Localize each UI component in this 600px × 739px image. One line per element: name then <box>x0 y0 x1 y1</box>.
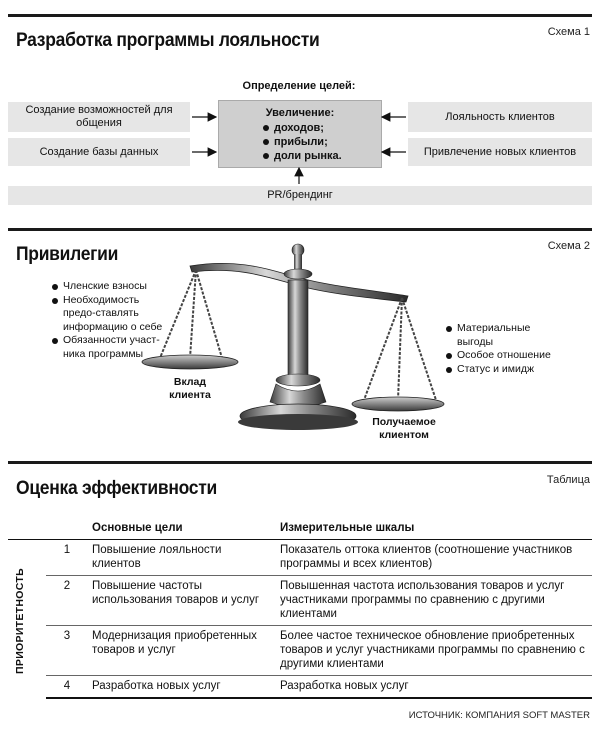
right-box-loyalty-text: Лояльность клиентов <box>445 110 555 123</box>
contribution-label: Вклад клиента <box>169 376 211 401</box>
section3-title: Оценка эффективности <box>16 478 218 499</box>
row-goal: Разработка новых услуг <box>88 675 276 699</box>
top-rule <box>8 14 592 17</box>
center-title: Увеличение: <box>265 107 335 119</box>
section2-rule <box>8 228 592 231</box>
row-number: 4 <box>46 675 88 699</box>
left-privilege-item: Обязанности участ-ника программы <box>52 334 172 361</box>
left-privileges-list: Членские взносы Необходимость предо-став… <box>52 280 172 361</box>
table-row: 3 Модернизация приобретенных товаров и у… <box>8 625 592 676</box>
bottom-box-pr: PR/брендинг <box>8 186 592 205</box>
right-privileges-list: Материальные выгоды Особое отношение Ста… <box>446 322 556 376</box>
bottom-box-pr-text: PR/брендинг <box>267 189 333 201</box>
center-item: прибыли; <box>263 135 342 149</box>
left-box-communication: Создание возможностей для общения <box>8 102 190 132</box>
schema2-label: Схема 2 <box>547 240 590 252</box>
right-box-new-clients: Привлечение новых клиентов <box>408 138 592 166</box>
table-row: 2 Повышение частоты использования товаро… <box>8 575 592 626</box>
center-item: доли рынка. <box>263 149 342 163</box>
right-privilege-item: Статус и имидж <box>446 363 556 377</box>
section1-title: Разработка программы лояльности <box>16 30 320 51</box>
right-privilege-item: Особое отношение <box>446 349 556 363</box>
left-box-communication-text: Создание возможностей для общения <box>25 104 173 129</box>
center-item: доходов; <box>263 121 342 135</box>
row-goal: Модернизация приобретенных товаров и усл… <box>88 625 276 676</box>
row-scale: Повышенная частота использования товаров… <box>276 575 592 626</box>
row-number: 2 <box>46 575 88 626</box>
row-goal: Повышение частоты использования товаров … <box>88 575 276 626</box>
goals-header: Определение целей: <box>242 80 356 92</box>
row-goal: Повышение лояльности клиентов <box>88 539 276 576</box>
right-box-loyalty: Лояльность клиентов <box>408 102 592 132</box>
left-box-database: Создание базы данных <box>8 138 190 166</box>
column-header-goals: Основные цели <box>88 517 276 540</box>
table-label: Таблица <box>546 474 590 486</box>
priority-vertical-label: ПРИОРИТЕТНОСТЬ <box>12 566 28 676</box>
row-number: 1 <box>46 539 88 576</box>
header-spacer <box>8 517 46 540</box>
schema1-arrows <box>192 112 406 184</box>
source-note: ИСТОЧНИК: КОМПАНИЯ SOFT MASTER <box>408 710 590 721</box>
row-scale: Более частое техническое обновление прио… <box>276 625 592 676</box>
row-scale: Показатель оттока клиентов (соотношение … <box>276 539 592 576</box>
header-spacer <box>46 517 88 540</box>
goals-center-box: Увеличение: доходов; прибыли; доли рынка… <box>218 100 382 168</box>
right-privilege-item: Материальные выгоды <box>446 322 556 349</box>
row-spacer <box>8 676 46 699</box>
center-list: доходов; прибыли; доли рынка. <box>263 121 342 163</box>
table-row: 1 Повышение лояльности клиентов Показате… <box>8 539 592 576</box>
scales-icon <box>141 243 445 430</box>
row-number: 3 <box>46 625 88 676</box>
priority-text: ПРИОРИТЕТНОСТЬ <box>14 568 27 674</box>
column-header-scales: Измерительные шкалы <box>276 517 592 540</box>
schema1-label: Схема 1 <box>547 26 590 38</box>
section3-rule <box>8 461 592 464</box>
received-label: Получаемое клиентом <box>372 416 436 441</box>
left-privilege-item: Необходимость предо-ставлять информацию … <box>52 294 172 335</box>
right-box-new-clients-text: Привлечение новых клиентов <box>423 145 577 158</box>
row-scale: Разработка новых услуг <box>276 675 592 699</box>
left-privilege-item: Членские взносы <box>52 280 172 294</box>
left-box-database-text: Создание базы данных <box>39 145 159 158</box>
section2-title: Привилегии <box>16 244 119 265</box>
effectiveness-table: Основные цели Измерительные шкалы 1 Повы… <box>8 517 592 699</box>
table-header-row: Основные цели Измерительные шкалы <box>8 517 592 540</box>
table-row: 4 Разработка новых услуг Разработка новы… <box>8 675 592 699</box>
